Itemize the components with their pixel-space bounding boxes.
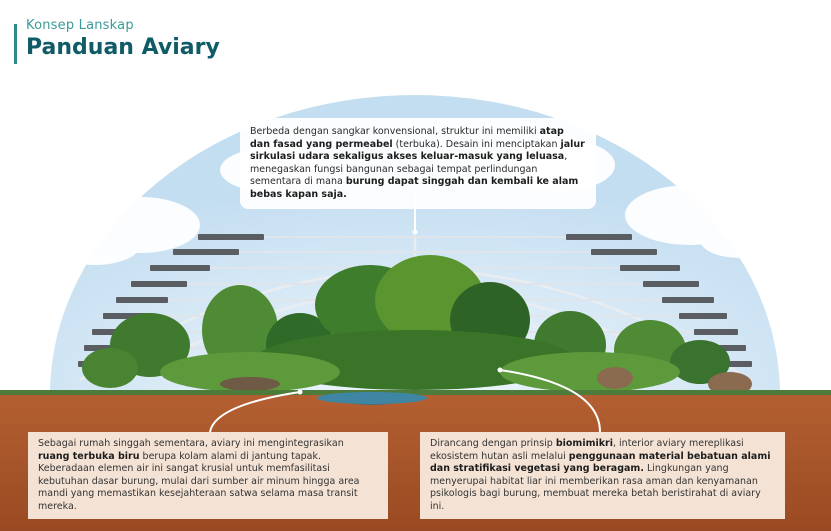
callout-pond: Sebagai rumah singgah sementara, aviary … bbox=[28, 432, 388, 519]
callout-structure: Berbeda dengan sangkar konvensional, str… bbox=[240, 118, 596, 209]
pointer-dots bbox=[297, 229, 503, 395]
callout-biomimicry: Dirancang dengan prinsip biomimikri, int… bbox=[420, 432, 785, 519]
vegetation bbox=[82, 255, 730, 392]
rocks bbox=[220, 367, 752, 396]
ground-line bbox=[0, 390, 831, 396]
pond-surface bbox=[317, 392, 427, 404]
page-kicker: Konsep Lanskap bbox=[26, 18, 134, 33]
page-header: Konsep Lanskap Panduan Aviary bbox=[14, 18, 220, 64]
accent-bar bbox=[14, 24, 17, 64]
page-title: Panduan Aviary bbox=[26, 35, 220, 60]
